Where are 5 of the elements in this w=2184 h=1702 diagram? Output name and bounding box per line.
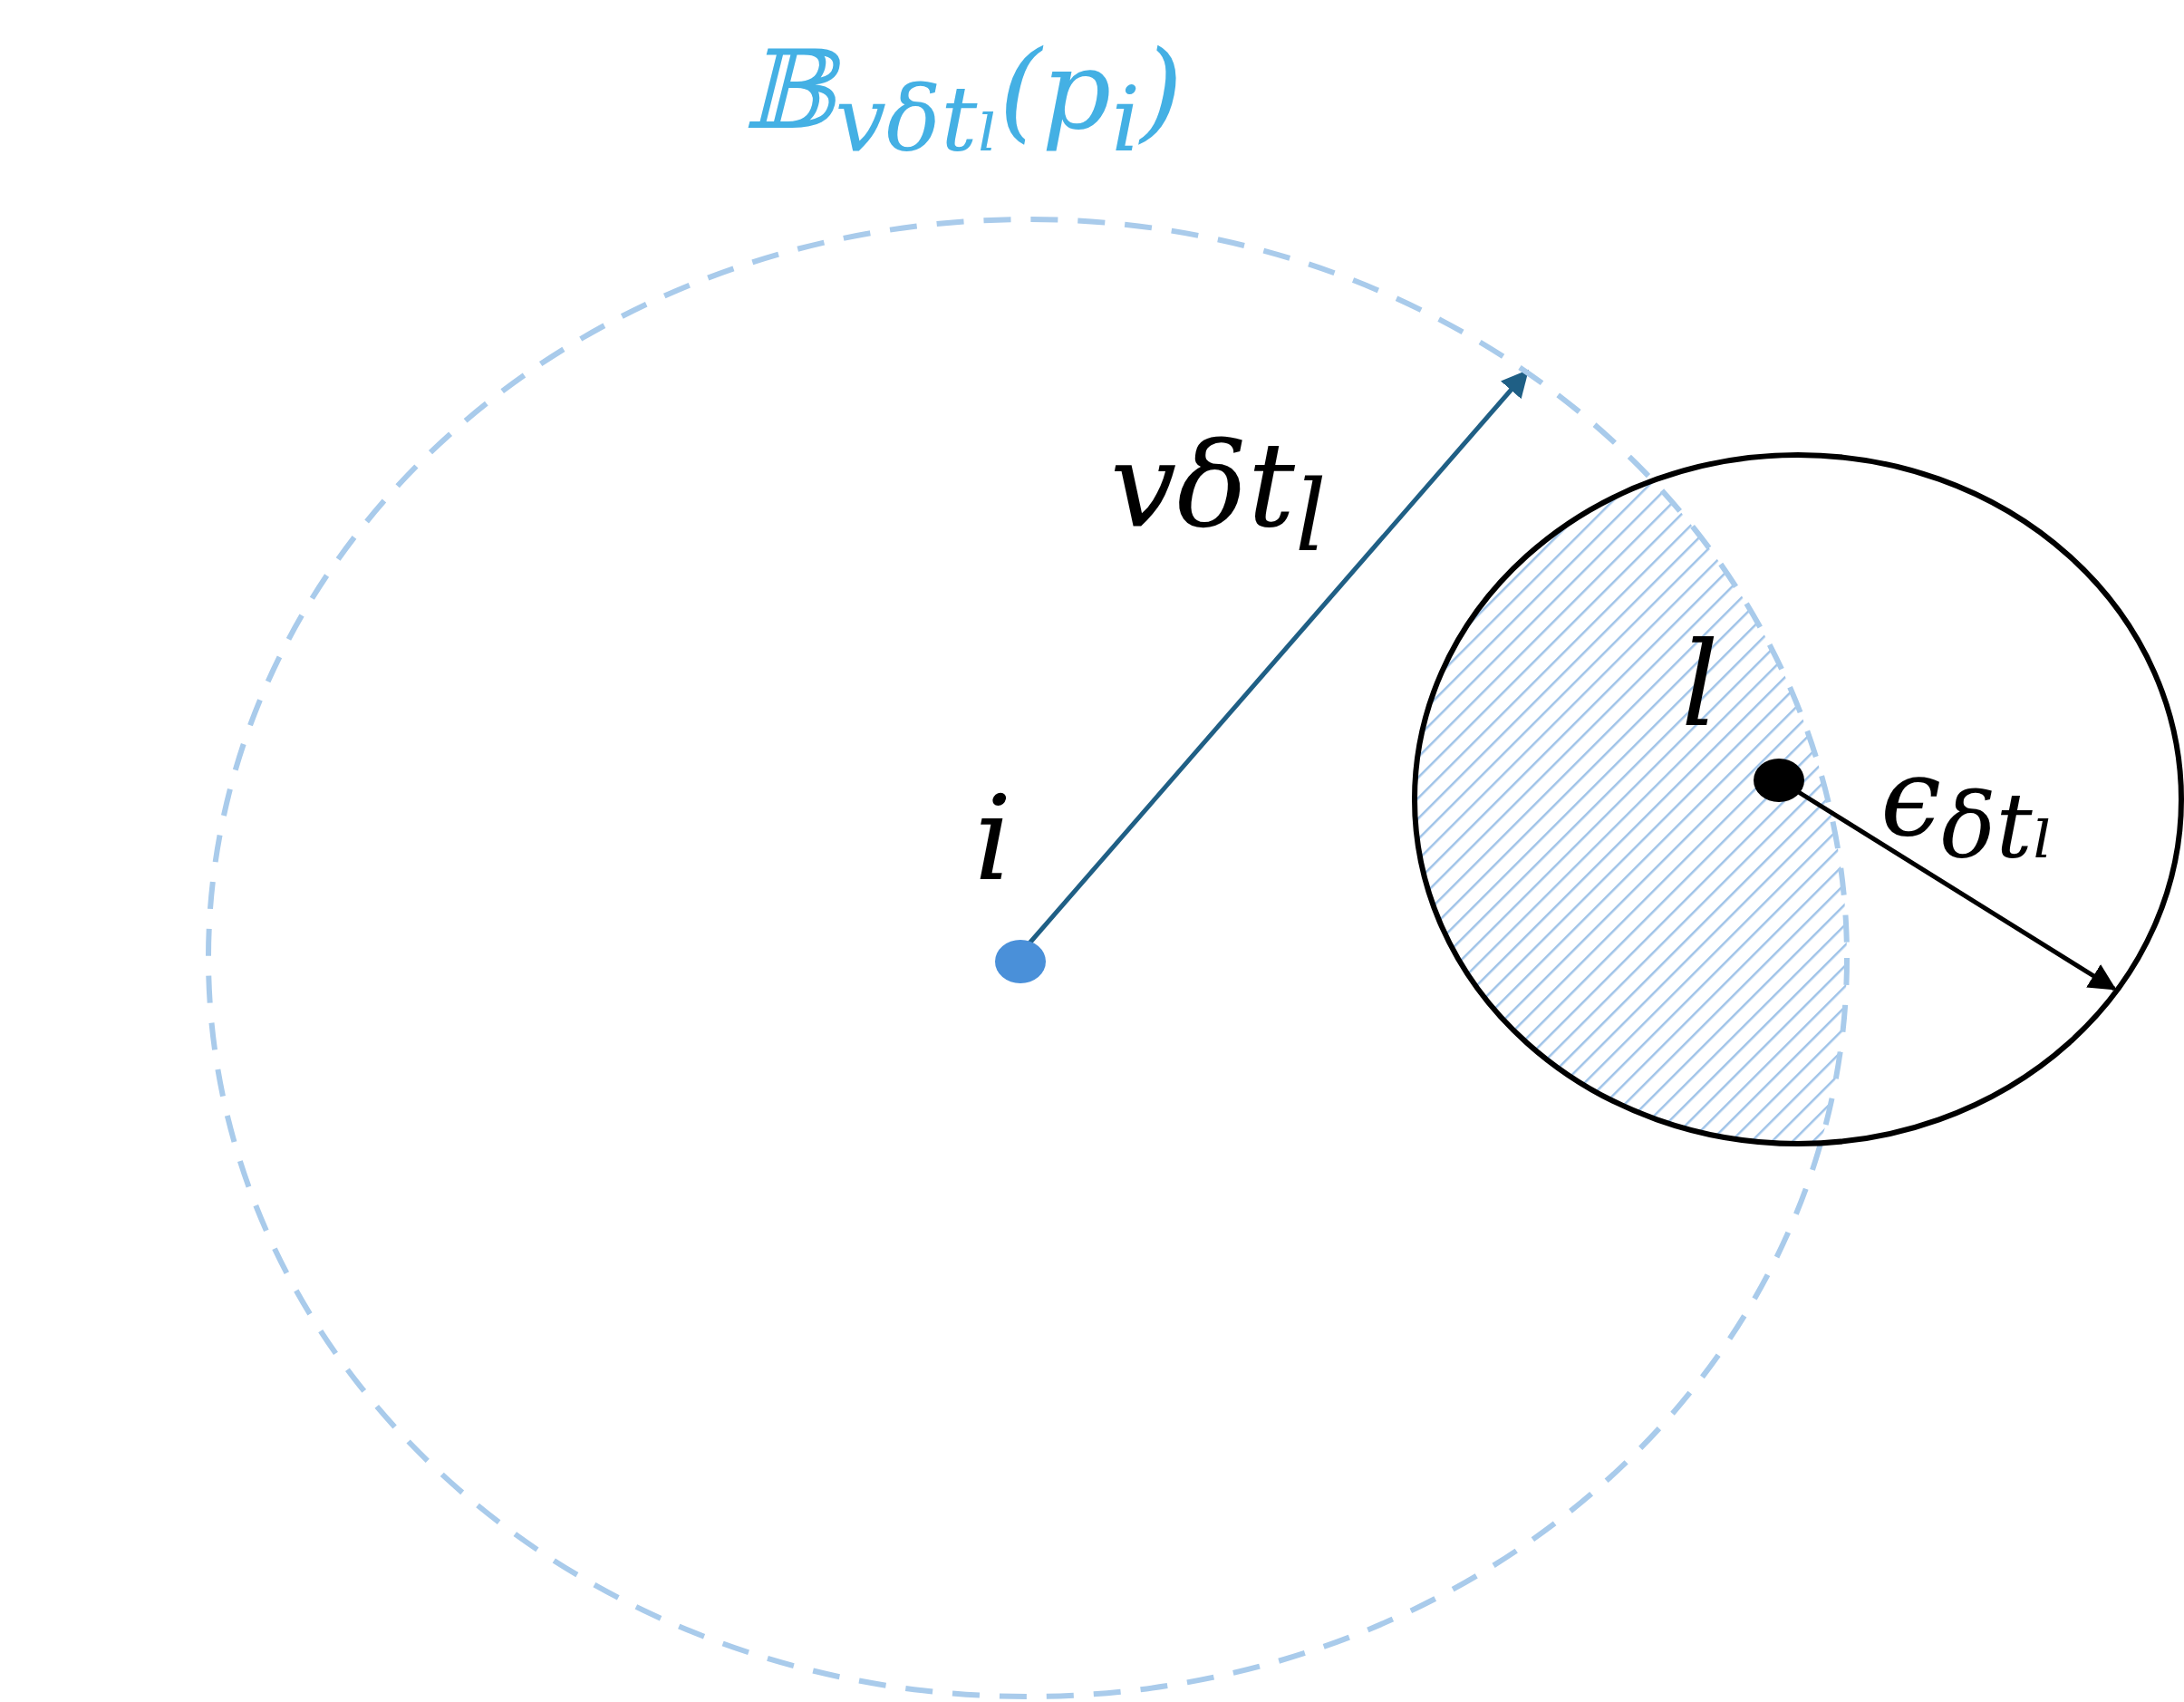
- region-label: 𝔹$_{vδtₗ}$(p$_{i}$): [743, 36, 1184, 165]
- radius-label: vδt$_{l}$: [1110, 426, 1327, 566]
- radius-label: ϵ$_{δtₗ}$: [1880, 743, 2054, 872]
- point-label: i: [974, 779, 1012, 897]
- point-label: l: [1681, 625, 1719, 743]
